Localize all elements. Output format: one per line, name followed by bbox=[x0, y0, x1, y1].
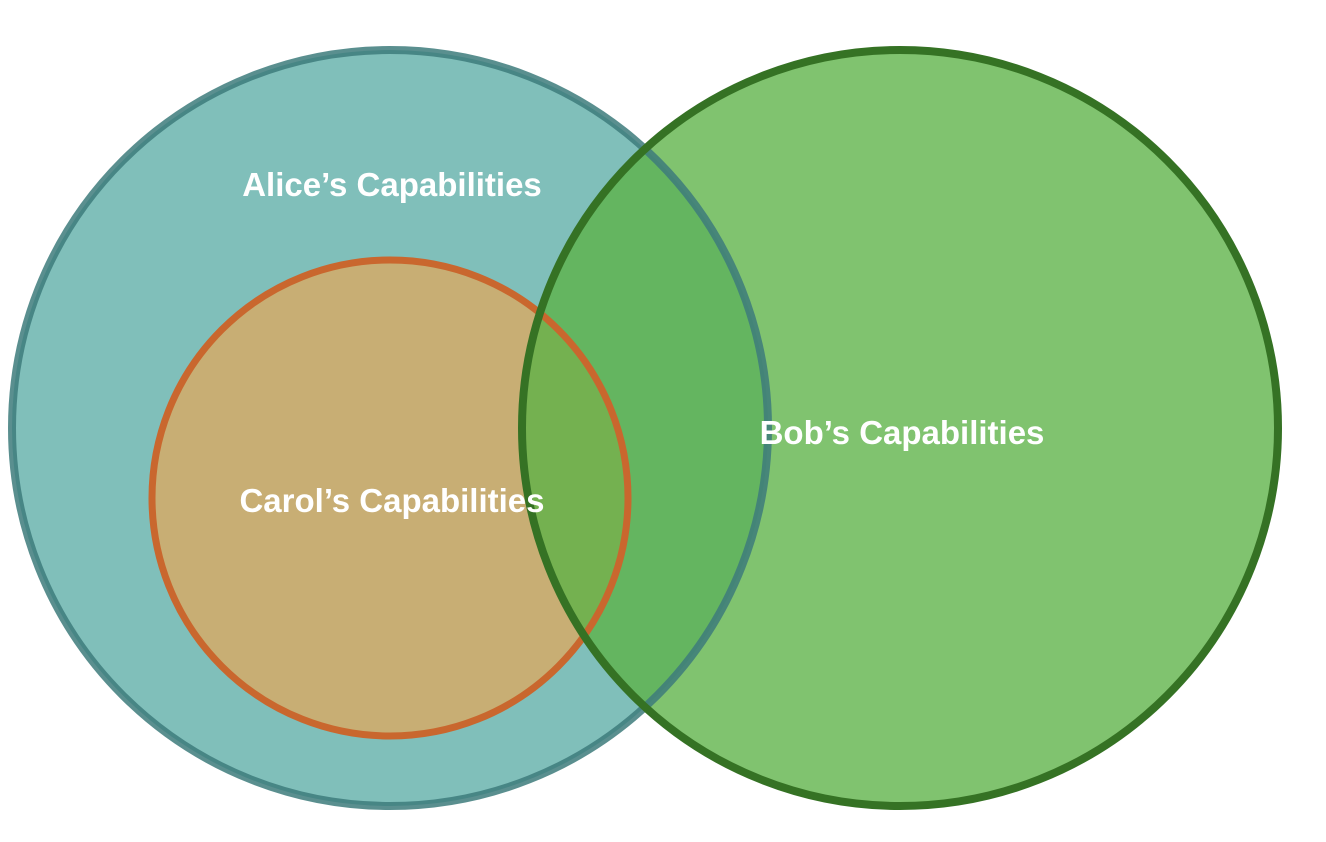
carol-circle bbox=[152, 260, 628, 736]
bob-label: Bob’s Capabilities bbox=[760, 414, 1045, 451]
alice-outline bbox=[8, 46, 772, 810]
bob-circle bbox=[522, 50, 1278, 806]
carol-label: Carol’s Capabilities bbox=[239, 482, 544, 519]
alice-label: Alice’s Capabilities bbox=[242, 166, 542, 203]
carol-outline bbox=[148, 256, 632, 740]
bob-outline bbox=[518, 46, 1282, 810]
